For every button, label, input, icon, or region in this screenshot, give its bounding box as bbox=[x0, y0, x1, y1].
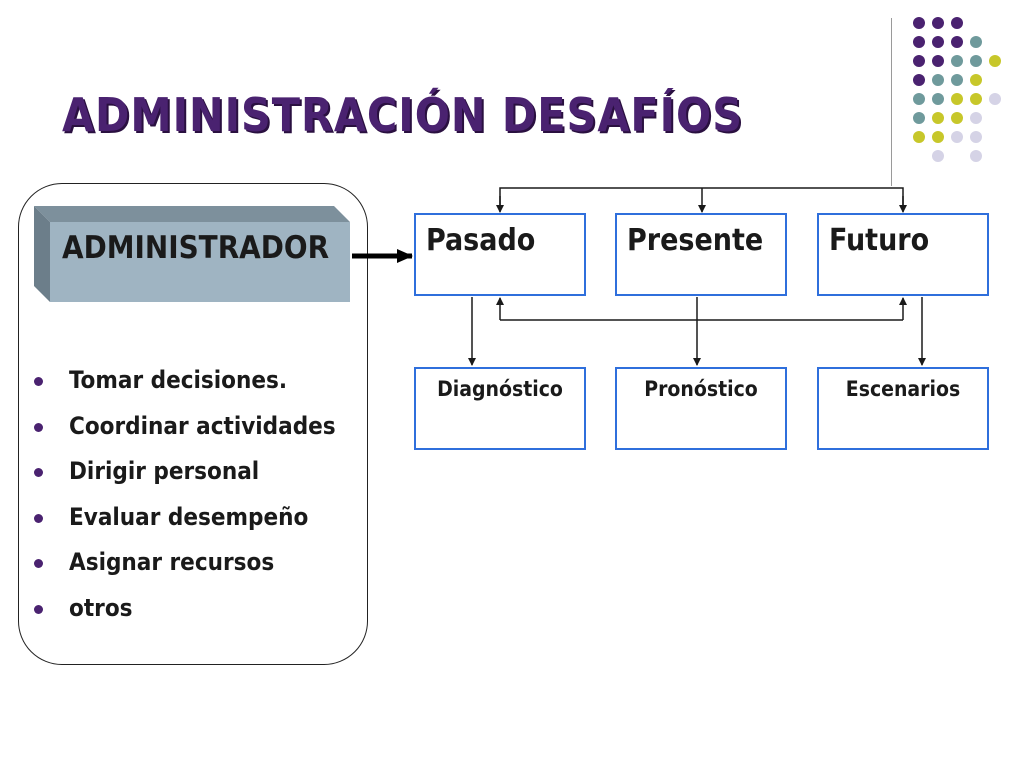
decorative-dot bbox=[932, 36, 944, 48]
decorative-dot bbox=[913, 17, 925, 29]
period-label: Futuro bbox=[829, 223, 930, 258]
list-item-text: Tomar decisiones. bbox=[69, 366, 288, 394]
administrator-box bbox=[34, 206, 350, 302]
decorative-dot bbox=[970, 150, 982, 162]
decorative-dot bbox=[951, 131, 963, 143]
decorative-dot bbox=[932, 112, 944, 124]
decorative-dot bbox=[951, 112, 963, 124]
list-item-text: Coordinar actividades bbox=[69, 411, 336, 440]
decorative-dot bbox=[913, 112, 925, 124]
decorative-dot bbox=[932, 93, 944, 105]
decorative-dot bbox=[951, 55, 963, 67]
list-item-text: Asignar recursos bbox=[69, 548, 275, 576]
list-item: Coordinar actividades bbox=[32, 412, 336, 458]
list-item-text: otros bbox=[69, 593, 133, 622]
decorative-dot bbox=[970, 112, 982, 124]
decorative-dot bbox=[951, 93, 963, 105]
decorative-dot bbox=[913, 55, 925, 67]
bullet-icon bbox=[34, 468, 43, 477]
decorative-dot bbox=[989, 55, 1001, 67]
decorative-dot bbox=[932, 131, 944, 143]
decorative-dot bbox=[932, 17, 944, 29]
list-item-text: Evaluar desempeño bbox=[69, 502, 309, 531]
period-label: Pasado bbox=[426, 223, 536, 258]
result-label: Pronóstico bbox=[644, 377, 758, 401]
decorative-dot bbox=[970, 74, 982, 86]
decorative-dot bbox=[913, 74, 925, 86]
result-box-diagnostico: Diagnóstico bbox=[414, 367, 586, 450]
decorative-dot bbox=[913, 131, 925, 143]
decorative-dot bbox=[970, 93, 982, 105]
administrator-label: ADMINISTRADOR bbox=[62, 230, 330, 266]
slide-title: ADMINISTRACIÓN DESAFÍOS bbox=[62, 88, 744, 142]
list-item: Asignar recursos bbox=[32, 548, 336, 594]
bullet-icon bbox=[34, 604, 43, 614]
decorative-dot bbox=[951, 36, 963, 48]
decorative-dot bbox=[932, 74, 944, 86]
decorative-dot bbox=[913, 36, 925, 48]
administrator-functions-list: Tomar decisiones. Coordinar actividades … bbox=[32, 366, 336, 639]
decorative-dot bbox=[951, 17, 963, 29]
result-label: Diagnóstico bbox=[437, 377, 563, 401]
list-item: otros bbox=[32, 594, 336, 640]
decorative-dot bbox=[913, 93, 925, 105]
bullet-icon bbox=[34, 422, 43, 432]
period-box-futuro: Futuro bbox=[817, 213, 989, 296]
bullet-icon bbox=[34, 513, 43, 523]
decorative-vertical-line bbox=[891, 18, 892, 186]
decorative-dot bbox=[932, 55, 944, 67]
result-box-escenarios: Escenarios bbox=[817, 367, 989, 450]
decorative-dot bbox=[970, 55, 982, 67]
period-label: Presente bbox=[627, 223, 764, 258]
period-box-presente: Presente bbox=[615, 213, 787, 296]
decorative-dot bbox=[970, 36, 982, 48]
decorative-dot bbox=[951, 74, 963, 86]
bullet-icon bbox=[34, 377, 43, 386]
result-box-pronostico: Pronóstico bbox=[615, 367, 787, 450]
list-item: Tomar decisiones. bbox=[32, 366, 336, 412]
period-box-pasado: Pasado bbox=[414, 213, 586, 296]
list-item: Evaluar desempeño bbox=[32, 503, 336, 549]
list-item: Dirigir personal bbox=[32, 457, 336, 503]
list-item-text: Dirigir personal bbox=[69, 457, 260, 485]
decorative-dot bbox=[989, 93, 1001, 105]
decorative-dot bbox=[932, 150, 944, 162]
decorative-dot bbox=[970, 131, 982, 143]
bullet-icon bbox=[34, 559, 43, 568]
result-label: Escenarios bbox=[845, 377, 961, 401]
